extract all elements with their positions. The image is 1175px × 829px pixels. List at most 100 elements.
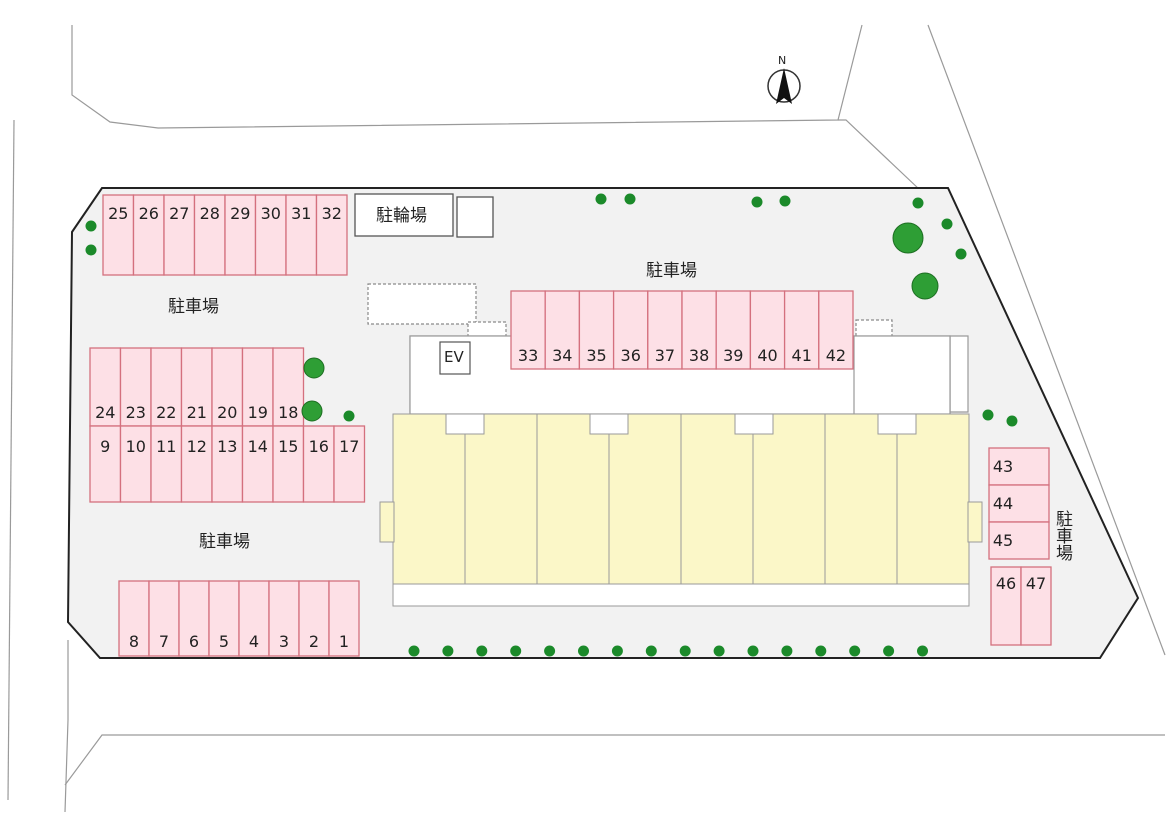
parking-stall-label: 13 [217,437,237,456]
tree-icon [941,218,953,230]
parking-stall-label: 25 [108,204,128,223]
parking-stall-label: 30 [261,204,281,223]
parking-stall-45: 45 [988,521,1050,560]
parking-stall-label: 44 [993,494,1013,513]
parking-stall-label: 33 [518,346,538,365]
parking-stall-label: 40 [757,346,777,365]
north-arrow-icon: N [767,54,801,104]
tree-icon [955,248,967,260]
tree-icon [408,645,420,657]
parking-stall-19: 19 [241,347,274,427]
north-label: N [778,54,786,67]
parking-stall-5: 5 [208,580,240,657]
parking-stall-43: 43 [988,447,1050,486]
tree-icon [645,645,657,657]
parking-stall-label: 27 [169,204,189,223]
parking-stall-15: 15 [272,425,305,503]
parking-stall-label: 5 [219,632,229,651]
parking-stall-35: 35 [578,290,615,370]
parking-stall-29: 29 [224,194,257,276]
bicycle-parking: 駐輪場 [354,193,494,238]
parking-stall-40: 40 [749,290,786,370]
parking-stall-13: 13 [211,425,244,503]
parking-stall-label: 47 [1026,574,1046,593]
parking-stall-label: 45 [993,531,1013,550]
parking-stall-label: 42 [826,346,846,365]
parking-stall-23: 23 [119,347,152,427]
tree-icon [892,222,924,254]
parking-stall-label: 23 [126,403,146,422]
parking-stall-31: 31 [285,194,318,276]
tree-icon [883,645,895,657]
building-units [379,413,983,607]
parking-stall-34: 34 [544,290,581,370]
tree-icon [85,220,97,232]
elevator-label: EV [444,348,464,366]
tree-icon [1006,415,1018,427]
tree-icon [476,645,488,657]
parking-stall-label: 35 [586,346,606,365]
tree-icon [849,645,861,657]
parking-stall-17: 17 [333,425,366,503]
parking-stall-label: 19 [248,403,268,422]
parking-stall-20: 20 [211,347,244,427]
tree-icon [442,645,454,657]
tree-icon [624,193,636,205]
parking-stall-label: 2 [309,632,319,651]
tree-icon [544,645,556,657]
parking-stall-label: 16 [309,437,329,456]
parking-stall-label: 1 [339,632,349,651]
parking-stall-label: 21 [187,403,207,422]
parking-stall-label: 3 [279,632,289,651]
parking-stall-25: 25 [102,194,135,276]
parking-stall-label: 43 [993,457,1013,476]
tree-icon [303,357,325,379]
parking-stall-label: 4 [249,632,259,651]
parking-stall-21: 21 [180,347,213,427]
tree-icon [815,645,827,657]
tree-icon [510,645,522,657]
parking-stall-7: 7 [148,580,180,657]
parking-stall-12: 12 [180,425,213,503]
parking-label-southwest: 駐車場 [199,532,250,552]
parking-stall-44: 44 [988,484,1050,523]
parking-label-east: 駐車場 [1052,510,1073,562]
parking-stall-28: 28 [193,194,226,276]
parking-stall-label: 8 [129,632,139,651]
dashed-area-1 [367,283,477,325]
parking-stall-label: 32 [322,204,342,223]
road-lines [7,24,1166,813]
parking-stall-label: 28 [200,204,220,223]
parking-stall-6: 6 [178,580,210,657]
parking-stall-1: 1 [328,580,360,657]
parking-stall-label: 11 [156,437,176,456]
parking-stall-label: 37 [655,346,675,365]
parking-stall-42: 42 [818,290,854,370]
parking-stall-16: 16 [302,425,335,503]
parking-stall-36: 36 [612,290,649,370]
parking-stall-label: 20 [217,403,237,422]
parking-stall-label: 29 [230,204,250,223]
parking-stall-18: 18 [272,347,305,427]
parking-stall-37: 37 [647,290,683,370]
parking-stall-41: 41 [783,290,820,370]
parking-stall-32: 32 [315,194,348,276]
parking-stall-47: 47 [1020,566,1052,646]
parking-stall-label: 7 [159,632,169,651]
parking-stall-label: 46 [996,574,1016,593]
tree-icon [917,645,928,657]
parking-stall-label: 41 [792,346,812,365]
parking-stall-label: 10 [126,437,146,456]
parking-stall-46: 46 [990,566,1022,646]
parking-stall-39: 39 [715,290,752,370]
parking-stall-label: 38 [689,346,709,365]
tree-icon [781,645,793,657]
parking-stall-11: 11 [150,425,183,503]
parking-stall-label: 34 [552,346,572,365]
parking-stall-27: 27 [163,194,196,276]
parking-stall-3: 3 [268,580,300,657]
tree-icon [595,193,607,205]
parking-stall-label: 24 [95,403,115,422]
